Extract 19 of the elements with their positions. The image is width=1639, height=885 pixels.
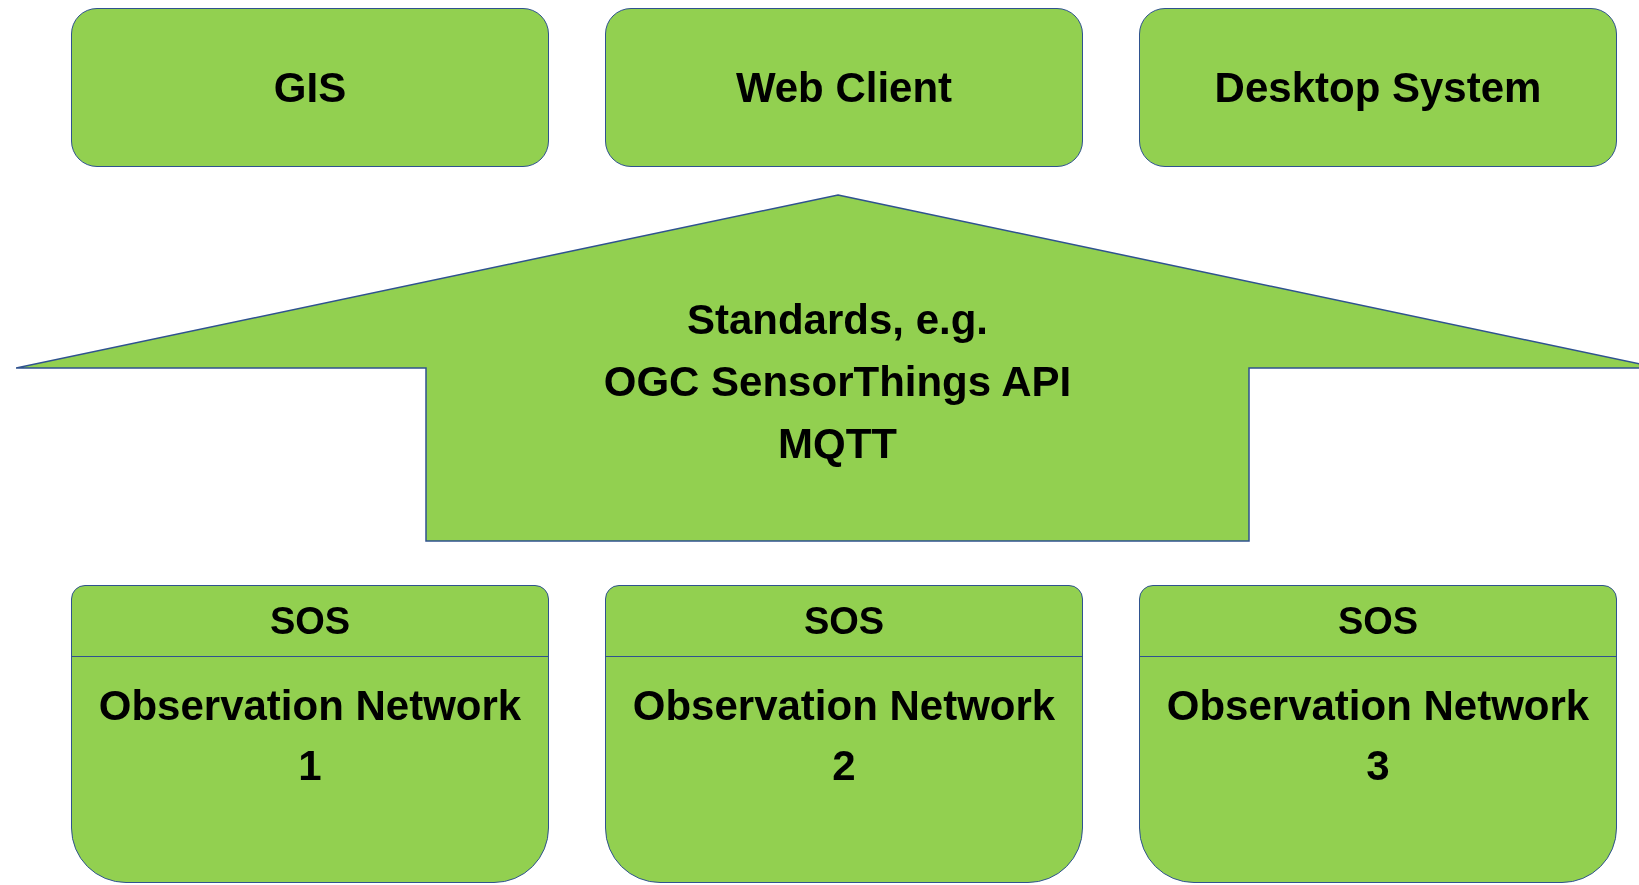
network-box: [71, 585, 549, 883]
arrow-label: Standards, e.g.: [686, 295, 989, 345]
network-box: [605, 585, 1083, 883]
network-label: Observation Network 2: [631, 681, 1057, 791]
process-box: [71, 8, 549, 167]
box-label: Web Client: [735, 63, 953, 112]
arrow-label: MQTT: [778, 419, 897, 469]
process-box: [1139, 8, 1617, 167]
header-label: SOS: [269, 599, 351, 643]
arrow-label: OGC SensorThings API: [603, 357, 1072, 407]
header-label: SOS: [803, 599, 885, 643]
process-box: [605, 8, 1083, 167]
box-label: Desktop System: [1214, 63, 1542, 112]
box-label: GIS: [273, 63, 347, 112]
network-box: [1139, 585, 1617, 883]
network-label: Observation Network 3: [1165, 681, 1591, 791]
header-label: SOS: [1337, 599, 1419, 643]
network-label: Observation Network 1: [97, 681, 523, 791]
up-arrow-shape: [16, 194, 1639, 542]
